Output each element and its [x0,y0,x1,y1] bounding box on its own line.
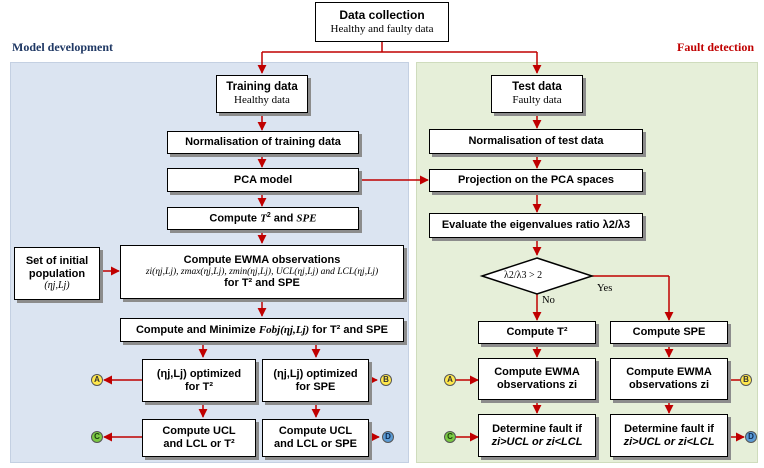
connector-c-right: C [444,431,456,443]
optimized-spe-line2: for SPE [295,380,336,393]
ucl-spe-box: Compute UCL and LCL or SPE [262,419,369,457]
compute-spe-box: Compute SPE [610,321,728,344]
compute-t2-spe-spe: SPE [296,212,317,225]
compute-t2-box: Compute T² [478,321,596,344]
ewma-left-line2: observations zi [496,379,578,391]
training-data-title: Training data [226,81,298,94]
ucl-spe-line2: and LCL or SPE [274,438,357,450]
minimize-pre: Compute and Minimize [135,323,259,336]
optimized-t2-line1: (ηj,Lj) optimized [156,367,242,380]
fault-detection-title: Fault detection [677,40,754,54]
model-development-title: Model development [12,40,113,54]
training-data-box: Training data Healthy data [216,75,308,113]
connector-d-right: D [745,431,757,443]
ewma-observations-box: Compute EWMA observations zi(ηj,Lj), zma… [120,245,404,299]
ewma-left-line1: Compute EWMA [494,366,580,379]
decision-diamond [479,257,595,295]
initial-population-line1: Set of initial [25,255,89,268]
decision-yes-label: Yes [597,283,613,294]
minimize-fobj: Fobj(ηj,Lj) [258,323,310,336]
decision-label: λ2/λ3 > 2 [504,270,543,281]
ucl-t2-line1: Compute UCL [162,425,236,438]
connector-a-right: A [444,374,456,386]
eigenvalues-box: Evaluate the eigenvalues ratio λ2/λ3 [429,213,643,238]
pca-model-box: PCA model [167,168,359,192]
connector-b-right: B [740,374,752,386]
optimized-spe-line1: (ηj,Lj) optimized [273,367,358,380]
optimized-t2-box: (ηj,Lj) optimized for T² [142,359,256,402]
normalisation-training-box: Normalisation of training data [167,131,359,154]
training-data-sub: Healthy data [234,94,290,107]
connector-b-left: B [380,374,392,386]
data-collection-box: Data collection Healthy and faulty data [315,2,449,42]
connector-a-left: A [91,374,103,386]
initial-population-box: Set of initial population (ηj,Lj) [14,247,100,300]
test-data-box: Test data Faulty data [491,75,583,113]
fault-left-line2: zi>UCL or zi<LCL [491,435,583,448]
connector-d-left: D [382,431,394,443]
compute-t2-spe-box: Compute T2 and SPE [167,207,359,230]
ewma-right-line1: Compute EWMA [626,366,712,379]
ewma-right-box: Compute EWMA observations zi [610,358,728,400]
projection-box: Projection on the PCA spaces [429,169,643,192]
fault-left-box: Determine fault if zi>UCL or zi<LCL [478,414,596,457]
minimize-box: Compute and Minimize Fobj(ηj,Lj) for T² … [120,318,404,342]
ewma-right-line2: observations zi [628,379,710,391]
fault-right-box: Determine fault if zi>UCL or zi<LCL [610,414,728,457]
ewma-formula: zi(ηj,Lj), zmax(ηj,Lj), zmin(ηj,Lj), UCL… [145,266,379,277]
initial-population-line2: population [28,267,86,280]
ewma-tail: for T² and SPE [224,277,300,290]
compute-t2-spe-sup: 2 [266,211,271,219]
data-collection-title: Data collection [339,7,425,22]
fault-right-line2: zi>UCL or zi<LCL [623,435,715,448]
ucl-spe-line1: Compute UCL [278,425,353,438]
compute-t2-spe-and: and [270,212,297,225]
ewma-title: Compute EWMA observations [183,253,341,266]
normalisation-test-box: Normalisation of test data [429,129,643,154]
data-collection-sub: Healthy and faulty data [330,22,434,35]
ucl-t2-line2: and LCL or T² [163,438,235,450]
compute-t2-spe-pre: Compute [209,212,261,225]
test-data-title: Test data [512,81,562,94]
ewma-left-box: Compute EWMA observations zi [478,358,596,400]
fault-left-line1: Determine fault if [492,422,582,435]
compute-t2-spe-t: T [260,212,267,225]
connector-c-left: C [91,431,103,443]
fault-right-line1: Determine fault if [624,422,714,435]
minimize-post: for T² and SPE [309,323,389,336]
test-data-sub: Faulty data [512,94,562,107]
optimized-spe-box: (ηj,Lj) optimized for SPE [262,359,369,402]
optimized-t2-line2: for T² [184,380,214,393]
ucl-t2-box: Compute UCL and LCL or T² [142,419,256,457]
decision-no-label: No [542,295,555,306]
initial-population-param: (ηj,Lj) [44,280,70,292]
